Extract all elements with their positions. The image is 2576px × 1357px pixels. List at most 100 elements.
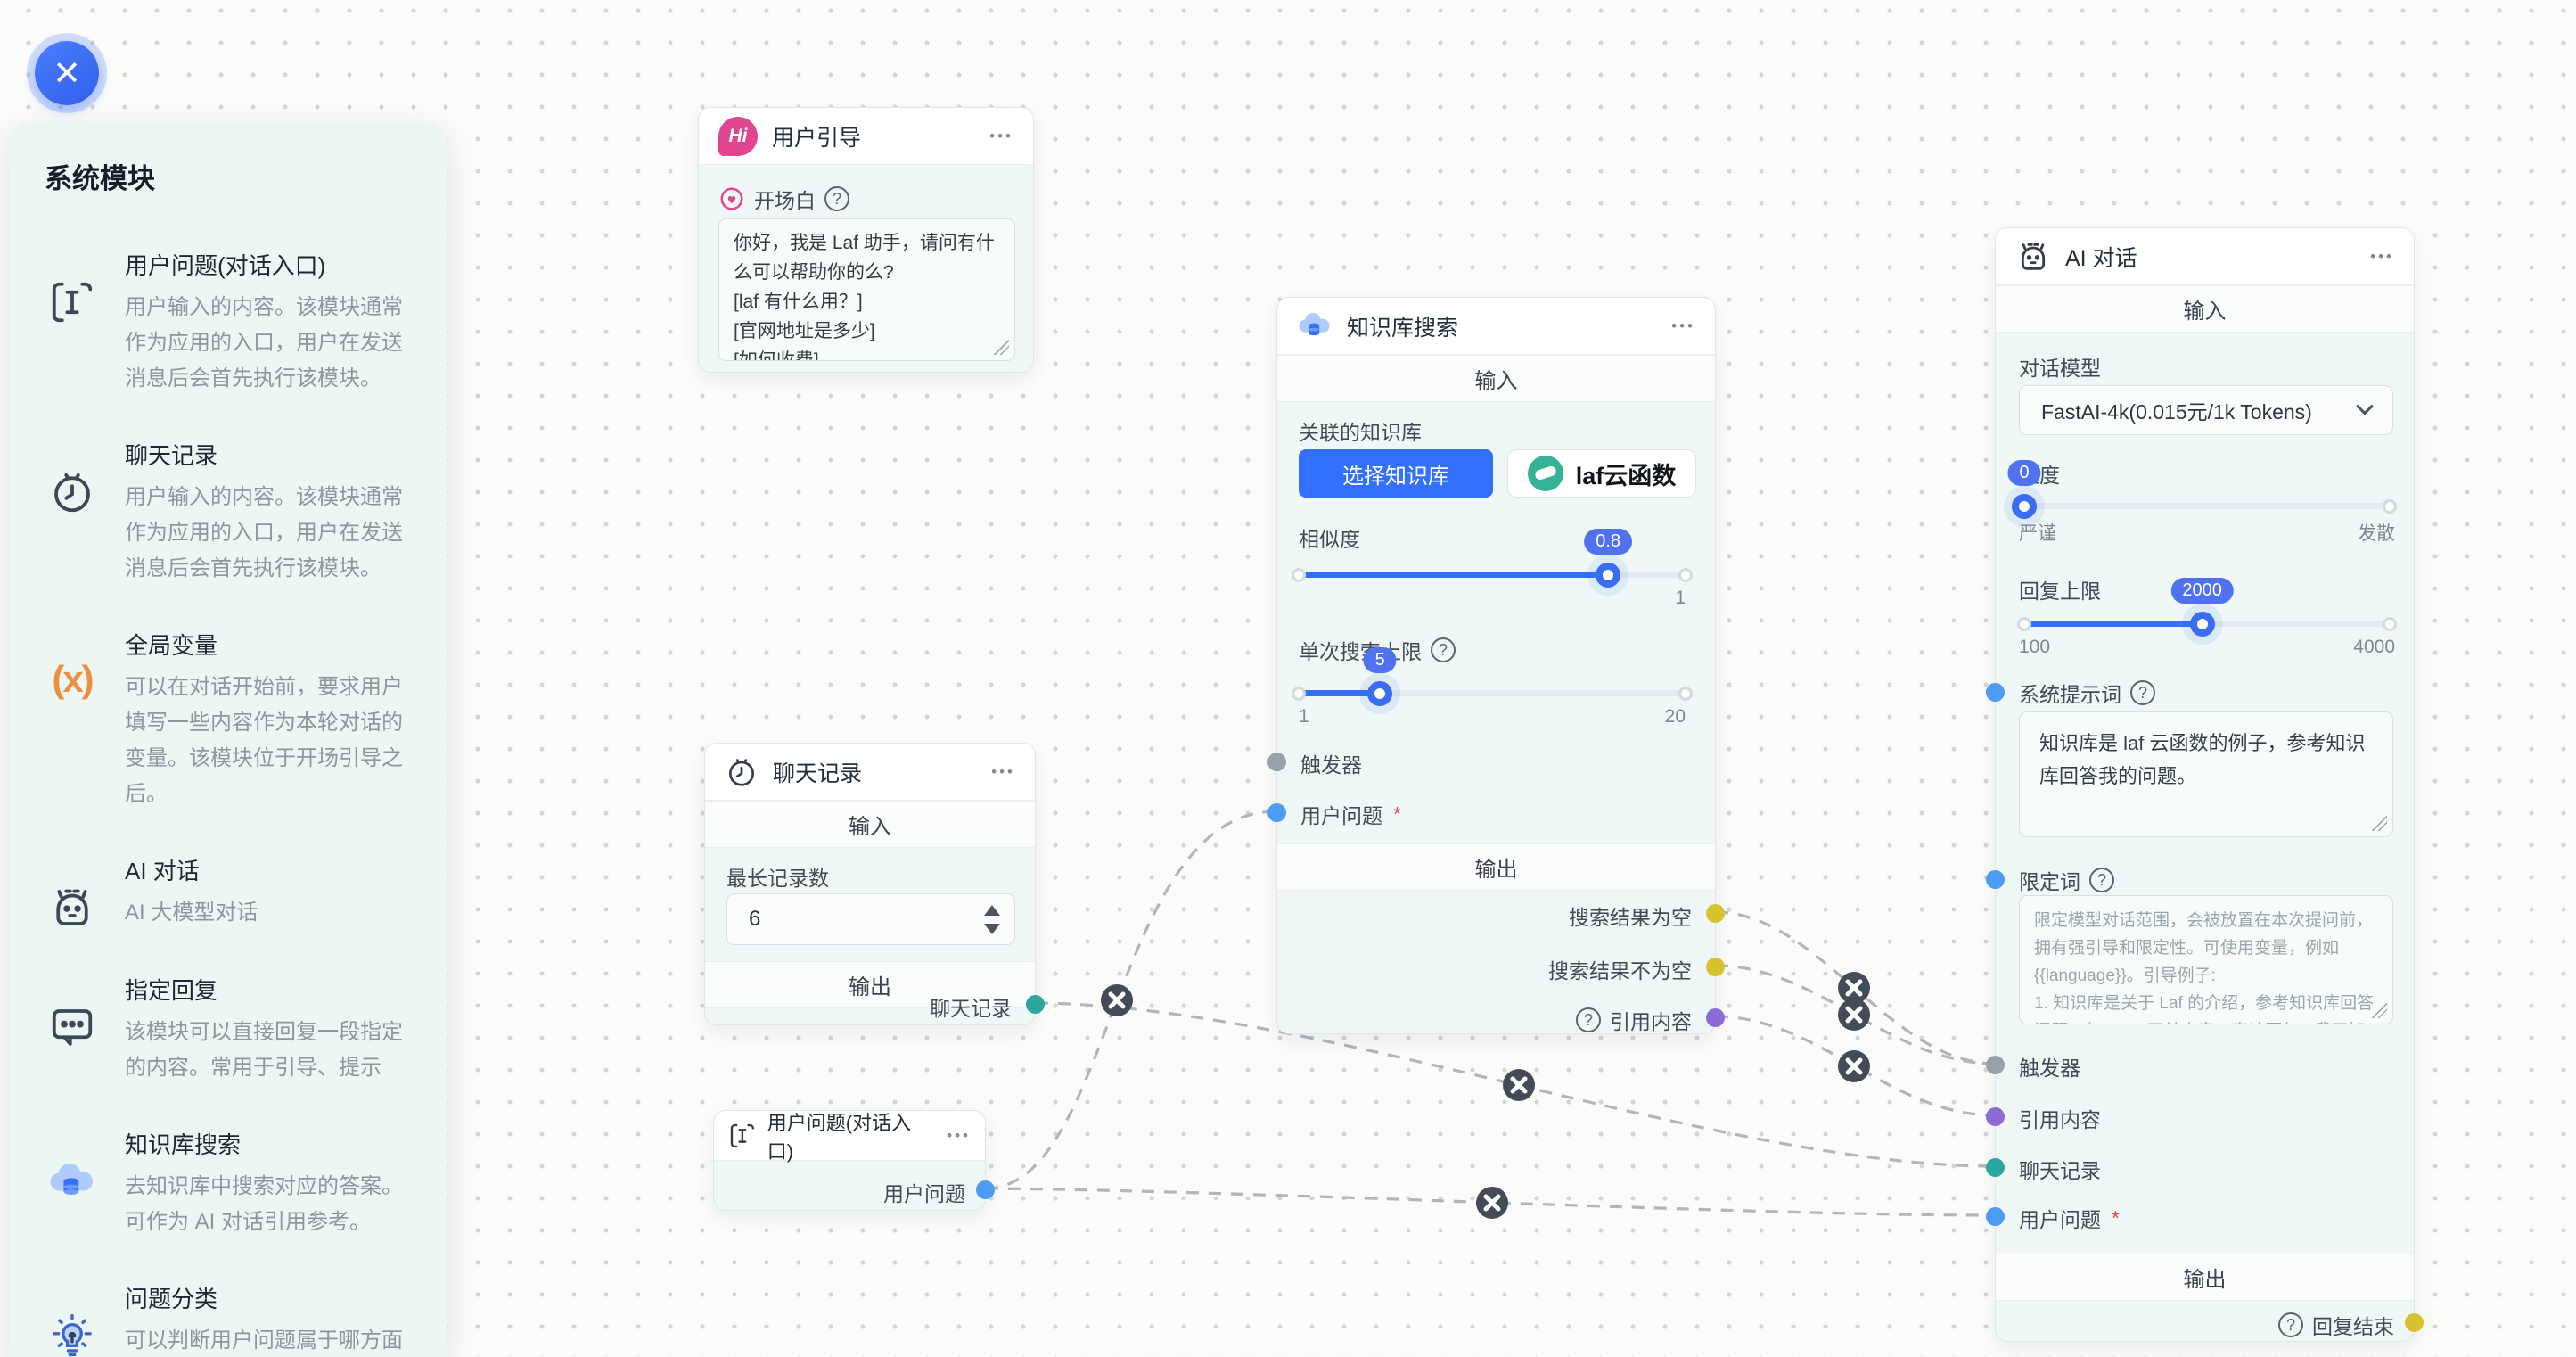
output-section-header: 输出 bbox=[1277, 843, 1715, 891]
input-row-trigger: 触发器 bbox=[1300, 753, 1362, 777]
node-title: AI 对话 bbox=[2065, 245, 2137, 271]
sidebar-item-fixed-reply[interactable]: 指定回复 该模块可以直接回复一段指定的内容。常用于引导、提示 bbox=[45, 973, 417, 1086]
port-history-out[interactable] bbox=[1026, 995, 1045, 1014]
number-stepper[interactable] bbox=[984, 904, 1000, 934]
sidebar-item-kb-search[interactable]: 知识库搜索 去知识库中搜索对应的答案。可作为 AI 对话引用参考。 bbox=[45, 1127, 417, 1240]
sidebar-item-title: 用户问题(对话入口) bbox=[125, 252, 326, 279]
sidebar-item-question-classify[interactable]: 问题分类 可以判断用户问题属于哪方面问题，从而执行不同的操作。 bbox=[45, 1281, 417, 1357]
port-trigger-in[interactable] bbox=[1267, 753, 1286, 771]
slider-thumb[interactable] bbox=[1367, 680, 1393, 706]
port-limit-words-in[interactable] bbox=[1986, 870, 2005, 889]
search-limit-slider[interactable]: 5 1 20 bbox=[1292, 647, 1693, 727]
hi-bubble-icon: Hi bbox=[718, 116, 758, 156]
help-icon: ? bbox=[1576, 1007, 1601, 1032]
disconnect-icon[interactable] bbox=[1838, 972, 1870, 1004]
reply-bubble-icon bbox=[45, 973, 100, 1051]
help-icon: ? bbox=[2089, 868, 2114, 892]
port-trigger-in[interactable] bbox=[1986, 1056, 2005, 1074]
node-header[interactable]: AI 对话 ••• bbox=[1996, 228, 2414, 285]
port-system-prompt-in[interactable] bbox=[1986, 683, 2005, 702]
node-user-question[interactable]: 用户问题(对话入口) ••• 用户问题 bbox=[713, 1110, 995, 1211]
max-records-input[interactable]: 6 bbox=[726, 893, 1015, 945]
node-header[interactable]: Hi 用户引导 ••• bbox=[699, 108, 1033, 165]
node-header[interactable]: 用户问题(对话入口) ••• bbox=[714, 1111, 985, 1163]
model-select[interactable]: FastAI-4k(0.015元/1k Tokens) bbox=[2019, 385, 2393, 435]
kb-tag-laf[interactable]: laf云函数 bbox=[1507, 449, 1696, 498]
output-row-question: 用户问题 bbox=[883, 1182, 965, 1205]
sidebar-item-chat-history[interactable]: 聊天记录 用户输入的内容。该模块通常作为应用的入口，用户在发送消息后会首先执行该… bbox=[45, 438, 417, 587]
variable-icon: (x) bbox=[52, 658, 94, 700]
text-cursor-icon bbox=[730, 1123, 755, 1147]
temperature-slider[interactable]: 0 严谨 发散 bbox=[2007, 460, 2397, 544]
select-kb-button[interactable]: 选择知识库 bbox=[1299, 449, 1493, 498]
port-search-not-empty-out[interactable] bbox=[1706, 958, 1725, 976]
input-section-header: 输入 bbox=[705, 801, 1035, 848]
node-header[interactable]: 知识库搜索 ••• bbox=[1277, 298, 1715, 355]
sidebar-item-desc: AI 大模型对话 bbox=[125, 901, 258, 925]
sidebar-item-user-question[interactable]: 用户问题(对话入口) 用户输入的内容。该模块通常作为应用的入口，用户在发送消息后… bbox=[45, 248, 417, 397]
disconnect-buttons bbox=[1101, 972, 1870, 1219]
more-icon[interactable]: ••• bbox=[1671, 317, 1695, 334]
robot-icon bbox=[2021, 243, 2046, 270]
close-canvas-button[interactable]: ✕ bbox=[35, 41, 99, 105]
reply-limit-label: 回复上限 bbox=[2019, 580, 2101, 603]
help-icon: ? bbox=[2130, 680, 2155, 705]
sidebar-item-title: 聊天记录 bbox=[125, 442, 218, 469]
disconnect-icon[interactable] bbox=[1838, 1050, 1870, 1082]
wire-question-to-kb bbox=[985, 810, 1277, 1190]
sidebar-item-desc: 用户输入的内容。该模块通常作为应用的入口，用户在发送消息后会首先执行该模块。 bbox=[125, 485, 403, 580]
welcome-label: 开场白 ? bbox=[718, 184, 849, 214]
search-limit-label: 单次搜索上限 ? bbox=[1299, 635, 1456, 665]
output-row-history: 聊天记录 bbox=[930, 997, 1012, 1020]
slider-thumb[interactable] bbox=[1596, 562, 1621, 588]
history-clock-icon bbox=[45, 438, 100, 516]
similarity-slider[interactable]: 0.8 1 bbox=[1292, 529, 1693, 608]
node-header[interactable]: 聊天记录 ••• bbox=[705, 744, 1035, 801]
sidebar-item-title: AI 对话 bbox=[125, 858, 200, 884]
port-question-in[interactable] bbox=[1267, 803, 1286, 822]
disconnect-icon[interactable] bbox=[1503, 1069, 1535, 1101]
node-chat-history[interactable]: 聊天记录 ••• 输入 最长记录数 6 输出 聊天记录 bbox=[704, 743, 1045, 1025]
close-icon: ✕ bbox=[53, 54, 81, 93]
input-section-header: 输入 bbox=[1996, 285, 2414, 333]
step-up-icon bbox=[984, 904, 1000, 916]
input-row-history: 聊天记录 bbox=[2019, 1159, 2101, 1182]
welcome-textarea[interactable] bbox=[718, 218, 1015, 361]
chevron-down-icon bbox=[2356, 397, 2374, 415]
more-icon[interactable]: ••• bbox=[991, 762, 1015, 780]
slider-thumb[interactable] bbox=[2189, 611, 2215, 637]
port-question-out[interactable] bbox=[976, 1180, 995, 1199]
limit-words-textarea[interactable] bbox=[2019, 895, 2393, 1024]
disconnect-icon[interactable] bbox=[1838, 999, 1870, 1031]
port-question-in[interactable] bbox=[1986, 1207, 2005, 1226]
more-icon[interactable]: ••• bbox=[947, 1126, 971, 1144]
sidebar-item-ai-chat[interactable]: AI 对话 AI 大模型对话 bbox=[45, 853, 417, 932]
slider-thumb[interactable] bbox=[2012, 493, 2037, 519]
port-answer-done-out[interactable] bbox=[2405, 1313, 2424, 1332]
reply-limit-slider[interactable]: 2000 100 4000 bbox=[2017, 578, 2397, 657]
node-user-guide[interactable]: Hi 用户引导 ••• 开场白 ? bbox=[698, 107, 1034, 373]
node-ai-chat[interactable]: AI 对话 ••• 输入 对话模型 FastAI-4k(0.015元/1k To… bbox=[1986, 227, 2424, 1342]
kb-cloud-icon bbox=[1299, 312, 1330, 335]
linked-kb-label: 关联的知识库 bbox=[1299, 421, 1422, 444]
more-icon[interactable]: ••• bbox=[2370, 247, 2394, 265]
limit-words-label: 限定词 ? bbox=[2019, 865, 2114, 895]
input-row-trigger: 触发器 bbox=[2019, 1057, 2080, 1080]
port-quote-in[interactable] bbox=[1986, 1107, 2005, 1126]
more-icon[interactable]: ••• bbox=[989, 127, 1013, 144]
sidebar-item-global-variable[interactable]: (x) 全局变量 可以在对话开始前，要求用户填写一些内容作为本轮对话的变量。该模… bbox=[45, 628, 417, 812]
port-quote-out[interactable] bbox=[1706, 1008, 1725, 1027]
port-search-empty-out[interactable] bbox=[1706, 904, 1725, 923]
help-icon: ? bbox=[824, 186, 849, 211]
port-history-in[interactable] bbox=[1986, 1158, 2005, 1177]
disconnect-icon[interactable] bbox=[1101, 984, 1133, 1016]
disconnect-icon[interactable] bbox=[1476, 1187, 1508, 1219]
slider-max-label: 发散 bbox=[2358, 523, 2395, 544]
sidebar-item-title: 指定回复 bbox=[125, 977, 218, 1004]
robot-icon bbox=[45, 853, 100, 932]
slider-min-label: 100 bbox=[2019, 637, 2051, 657]
sidebar-item-desc: 可以在对话开始前，要求用户填写一些内容作为本轮对话的变量。该模块位于开场引导之后… bbox=[125, 675, 403, 806]
system-prompt-textarea[interactable] bbox=[2019, 711, 2393, 837]
node-kb-search[interactable]: 知识库搜索 ••• 输入 关联的知识库 选择知识库 laf云函数 相似度 0.8… bbox=[1267, 297, 1725, 1034]
